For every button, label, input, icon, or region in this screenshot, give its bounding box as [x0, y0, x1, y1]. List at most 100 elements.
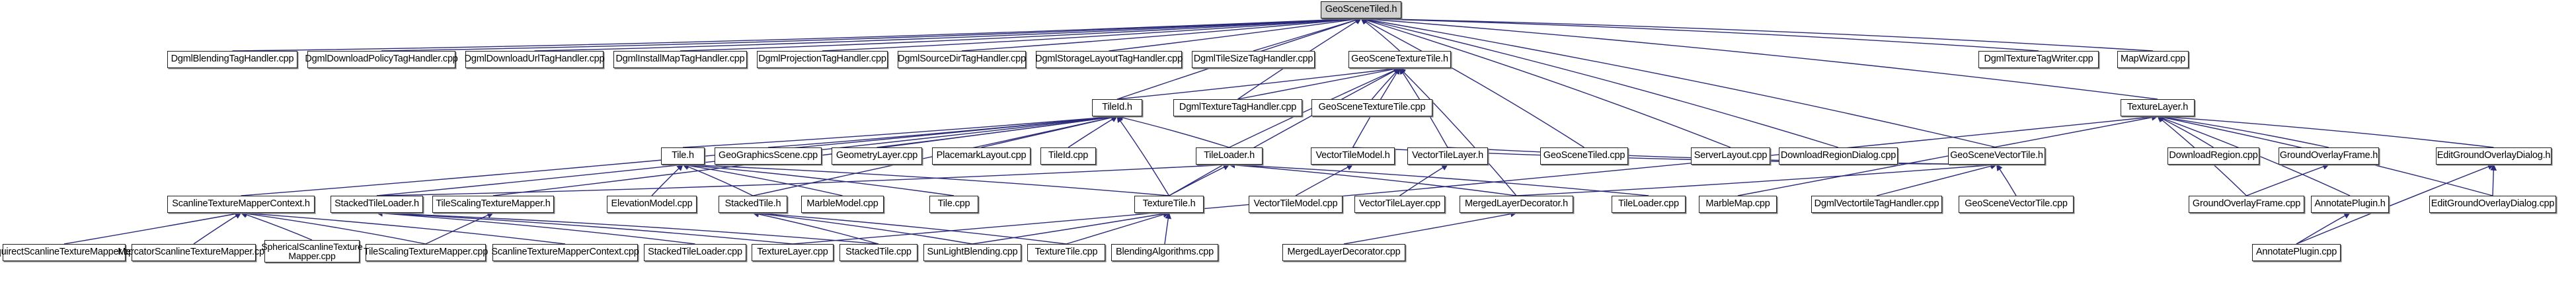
- graph-edge: [682, 162, 843, 196]
- graph-node[interactable]: DgmlDownloadUrlTagHandler.cpp: [465, 51, 605, 68]
- graph-node[interactable]: VectorTileModel.h: [1311, 147, 1395, 165]
- graph-node[interactable]: GeoSceneTextureTile.h: [1348, 51, 1451, 68]
- graph-node[interactable]: Tile.cpp: [929, 196, 978, 213]
- graph-node[interactable]: StackedTileLoader.h: [331, 196, 423, 213]
- graph-node[interactable]: TileScalingTextureMapper.cpp: [364, 244, 488, 261]
- graph-node[interactable]: TextureLayer.h: [2121, 99, 2195, 116]
- graph-edge: [376, 210, 793, 245]
- graph-node[interactable]: GeoSceneTextureTile.cpp: [1311, 99, 1432, 116]
- graph-node[interactable]: MergedLayerDecorator.cpp: [1282, 244, 1405, 261]
- graph-edge: [2296, 212, 2351, 245]
- graph-node[interactable]: GeoGraphicsScene.cpp: [715, 147, 822, 165]
- graph-edge: [1068, 116, 1118, 148]
- graph-node[interactable]: TileLoader.h: [1196, 147, 1263, 165]
- graph-node[interactable]: DgmlTileSizeTagHandler.cpp: [1192, 51, 1315, 68]
- graph-node[interactable]: ScanlineTextureMapperContext.h: [167, 196, 315, 213]
- graph-edge: [1253, 17, 1362, 52]
- graph-node[interactable]: DgmlProjectionTagHandler.cpp: [757, 51, 888, 68]
- graph-node[interactable]: StackedTileLoader.cpp: [644, 244, 746, 261]
- graph-edge: [651, 164, 683, 196]
- graph-node[interactable]: GeoSceneTiled.cpp: [1540, 147, 1628, 165]
- graph-edge: [1360, 18, 1400, 52]
- graph-edge: [752, 210, 1067, 245]
- graph-node[interactable]: GroundOverlayFrame.h: [2279, 147, 2379, 165]
- graph-node[interactable]: TextureTile.h: [1134, 196, 1204, 213]
- graph-node[interactable]: SphericalScanlineTexture Mapper.cpp: [261, 240, 363, 262]
- graph-edge: [1109, 16, 1362, 52]
- graph-edge: [1116, 116, 1170, 196]
- graph-edge: [682, 161, 955, 196]
- graph-edge: [1996, 164, 2017, 196]
- graph-node[interactable]: GeometryLayer.cpp: [832, 147, 922, 165]
- graph-node[interactable]: StackedTile.cpp: [839, 244, 917, 261]
- graph-edge: [240, 210, 566, 245]
- graph-node[interactable]: Tile.h: [661, 147, 705, 165]
- graph-edge: [1399, 67, 1517, 196]
- graph-node[interactable]: VectorTileLayer.h: [1407, 147, 1488, 165]
- graph-node[interactable]: EditGroundOverlayDialog.h: [2436, 147, 2552, 165]
- graph-node[interactable]: GeoSceneVectorTile.h: [1948, 147, 2045, 165]
- graph-edge: [240, 210, 426, 245]
- graph-node[interactable]: GroundOverlayFrame.cpp: [2189, 196, 2304, 213]
- graph-node[interactable]: AnnotatePlugin.h: [2311, 196, 2389, 213]
- graph-edge: [682, 163, 754, 196]
- graph-node[interactable]: SunLightBlending.cpp: [923, 244, 1021, 261]
- graph-edge: [1360, 17, 1731, 148]
- graph-node[interactable]: MercatorScanlineTextureMapper.cpp: [118, 244, 270, 261]
- graph-edge: [1116, 65, 1401, 100]
- graph-edge: [1295, 164, 1354, 196]
- graph-node[interactable]: MarbleMap.cpp: [1699, 196, 1777, 213]
- graph-node[interactable]: TextureTile.cpp: [1027, 244, 1105, 261]
- graph-node[interactable]: DgmlStorageLayoutTagHandler.cpp: [1035, 51, 1183, 68]
- graph-node[interactable]: ElevationModel.cpp: [607, 196, 697, 213]
- graph-node[interactable]: TileId.cpp: [1040, 147, 1096, 165]
- graph-node[interactable]: DgmlSourceDirTagHandler.cpp: [898, 51, 1026, 68]
- graph-edge: [1164, 212, 1172, 245]
- graph-edge: [534, 15, 1362, 52]
- graph-edge: [1169, 67, 1401, 196]
- graph-edge: [2490, 164, 2497, 196]
- graph-node[interactable]: TileScalingTextureMapper.h: [432, 196, 554, 213]
- graph-edge: [1360, 16, 1997, 148]
- graph-node[interactable]: VectorTileLayer.cpp: [1354, 196, 1445, 213]
- graph-node[interactable]: EditGroundOverlayDialog.cpp: [2429, 196, 2556, 213]
- graph-node[interactable]: DownloadRegion.cpp: [2167, 147, 2259, 165]
- graph-node[interactable]: VectorTileModel.cpp: [1249, 196, 1343, 213]
- graph-node[interactable]: MarbleModel.cpp: [801, 196, 884, 213]
- graph-edge: [240, 212, 313, 241]
- graph-node[interactable]: MergedLayerDecorator.h: [1460, 196, 1573, 213]
- graph-node[interactable]: DgmlBlendingTagHandler.cpp: [167, 51, 297, 68]
- graph-node[interactable]: DgmlInstallMapTagHandler.cpp: [613, 51, 747, 68]
- graph-node[interactable]: TextureLayer.cpp: [752, 244, 834, 261]
- graph-node[interactable]: EquirectScanlineTextureMapper.cpp: [0, 244, 139, 261]
- graph-node[interactable]: TileLoader.cpp: [1612, 196, 1686, 213]
- graph-edge: [1360, 15, 2039, 52]
- graph-node-root[interactable]: GeoSceneTiled.h: [1321, 1, 1401, 19]
- graph-node[interactable]: DgmlTextureTagHandler.cpp: [1173, 99, 1302, 116]
- graph-edge: [2157, 116, 2214, 148]
- graph-edge: [1237, 65, 1401, 100]
- graph-node[interactable]: GeoSceneVectorTile.cpp: [1959, 196, 2074, 213]
- graph-edge: [792, 114, 2158, 245]
- graph-node[interactable]: BlendingAlgorithms.cpp: [1111, 244, 1218, 261]
- graph-edge: [1116, 114, 1229, 148]
- graph-node[interactable]: DownloadRegionDialog.cpp: [1779, 147, 1898, 165]
- graph-edge: [1343, 210, 1517, 245]
- graph-node[interactable]: StackedTile.h: [719, 196, 787, 213]
- graph-edge: [63, 210, 242, 245]
- graph-node[interactable]: DgmlTextureTagWriter.cpp: [1978, 51, 2099, 68]
- graph-node[interactable]: DgmlVectortileTagHandler.cpp: [1811, 196, 1942, 213]
- graph-edge: [877, 114, 1118, 148]
- graph-edge: [972, 210, 1170, 245]
- graph-edge: [1360, 15, 2154, 52]
- graph-node[interactable]: AnnotatePlugin.cpp: [2252, 244, 2341, 261]
- graph-node[interactable]: PlacemarkLayout.cpp: [932, 147, 1031, 165]
- graph-node[interactable]: ServerLayout.cpp: [1691, 147, 1770, 165]
- graph-node[interactable]: DgmlDownloadPolicyTagHandler.cpp: [305, 51, 458, 68]
- graph-node[interactable]: ScanlineTextureMapperContext.cpp: [491, 244, 639, 261]
- graph-node[interactable]: MapWizard.cpp: [2117, 51, 2189, 68]
- graph-edge: [193, 212, 242, 245]
- graph-edge: [752, 210, 973, 245]
- graph-node[interactable]: TileId.h: [1092, 99, 1142, 116]
